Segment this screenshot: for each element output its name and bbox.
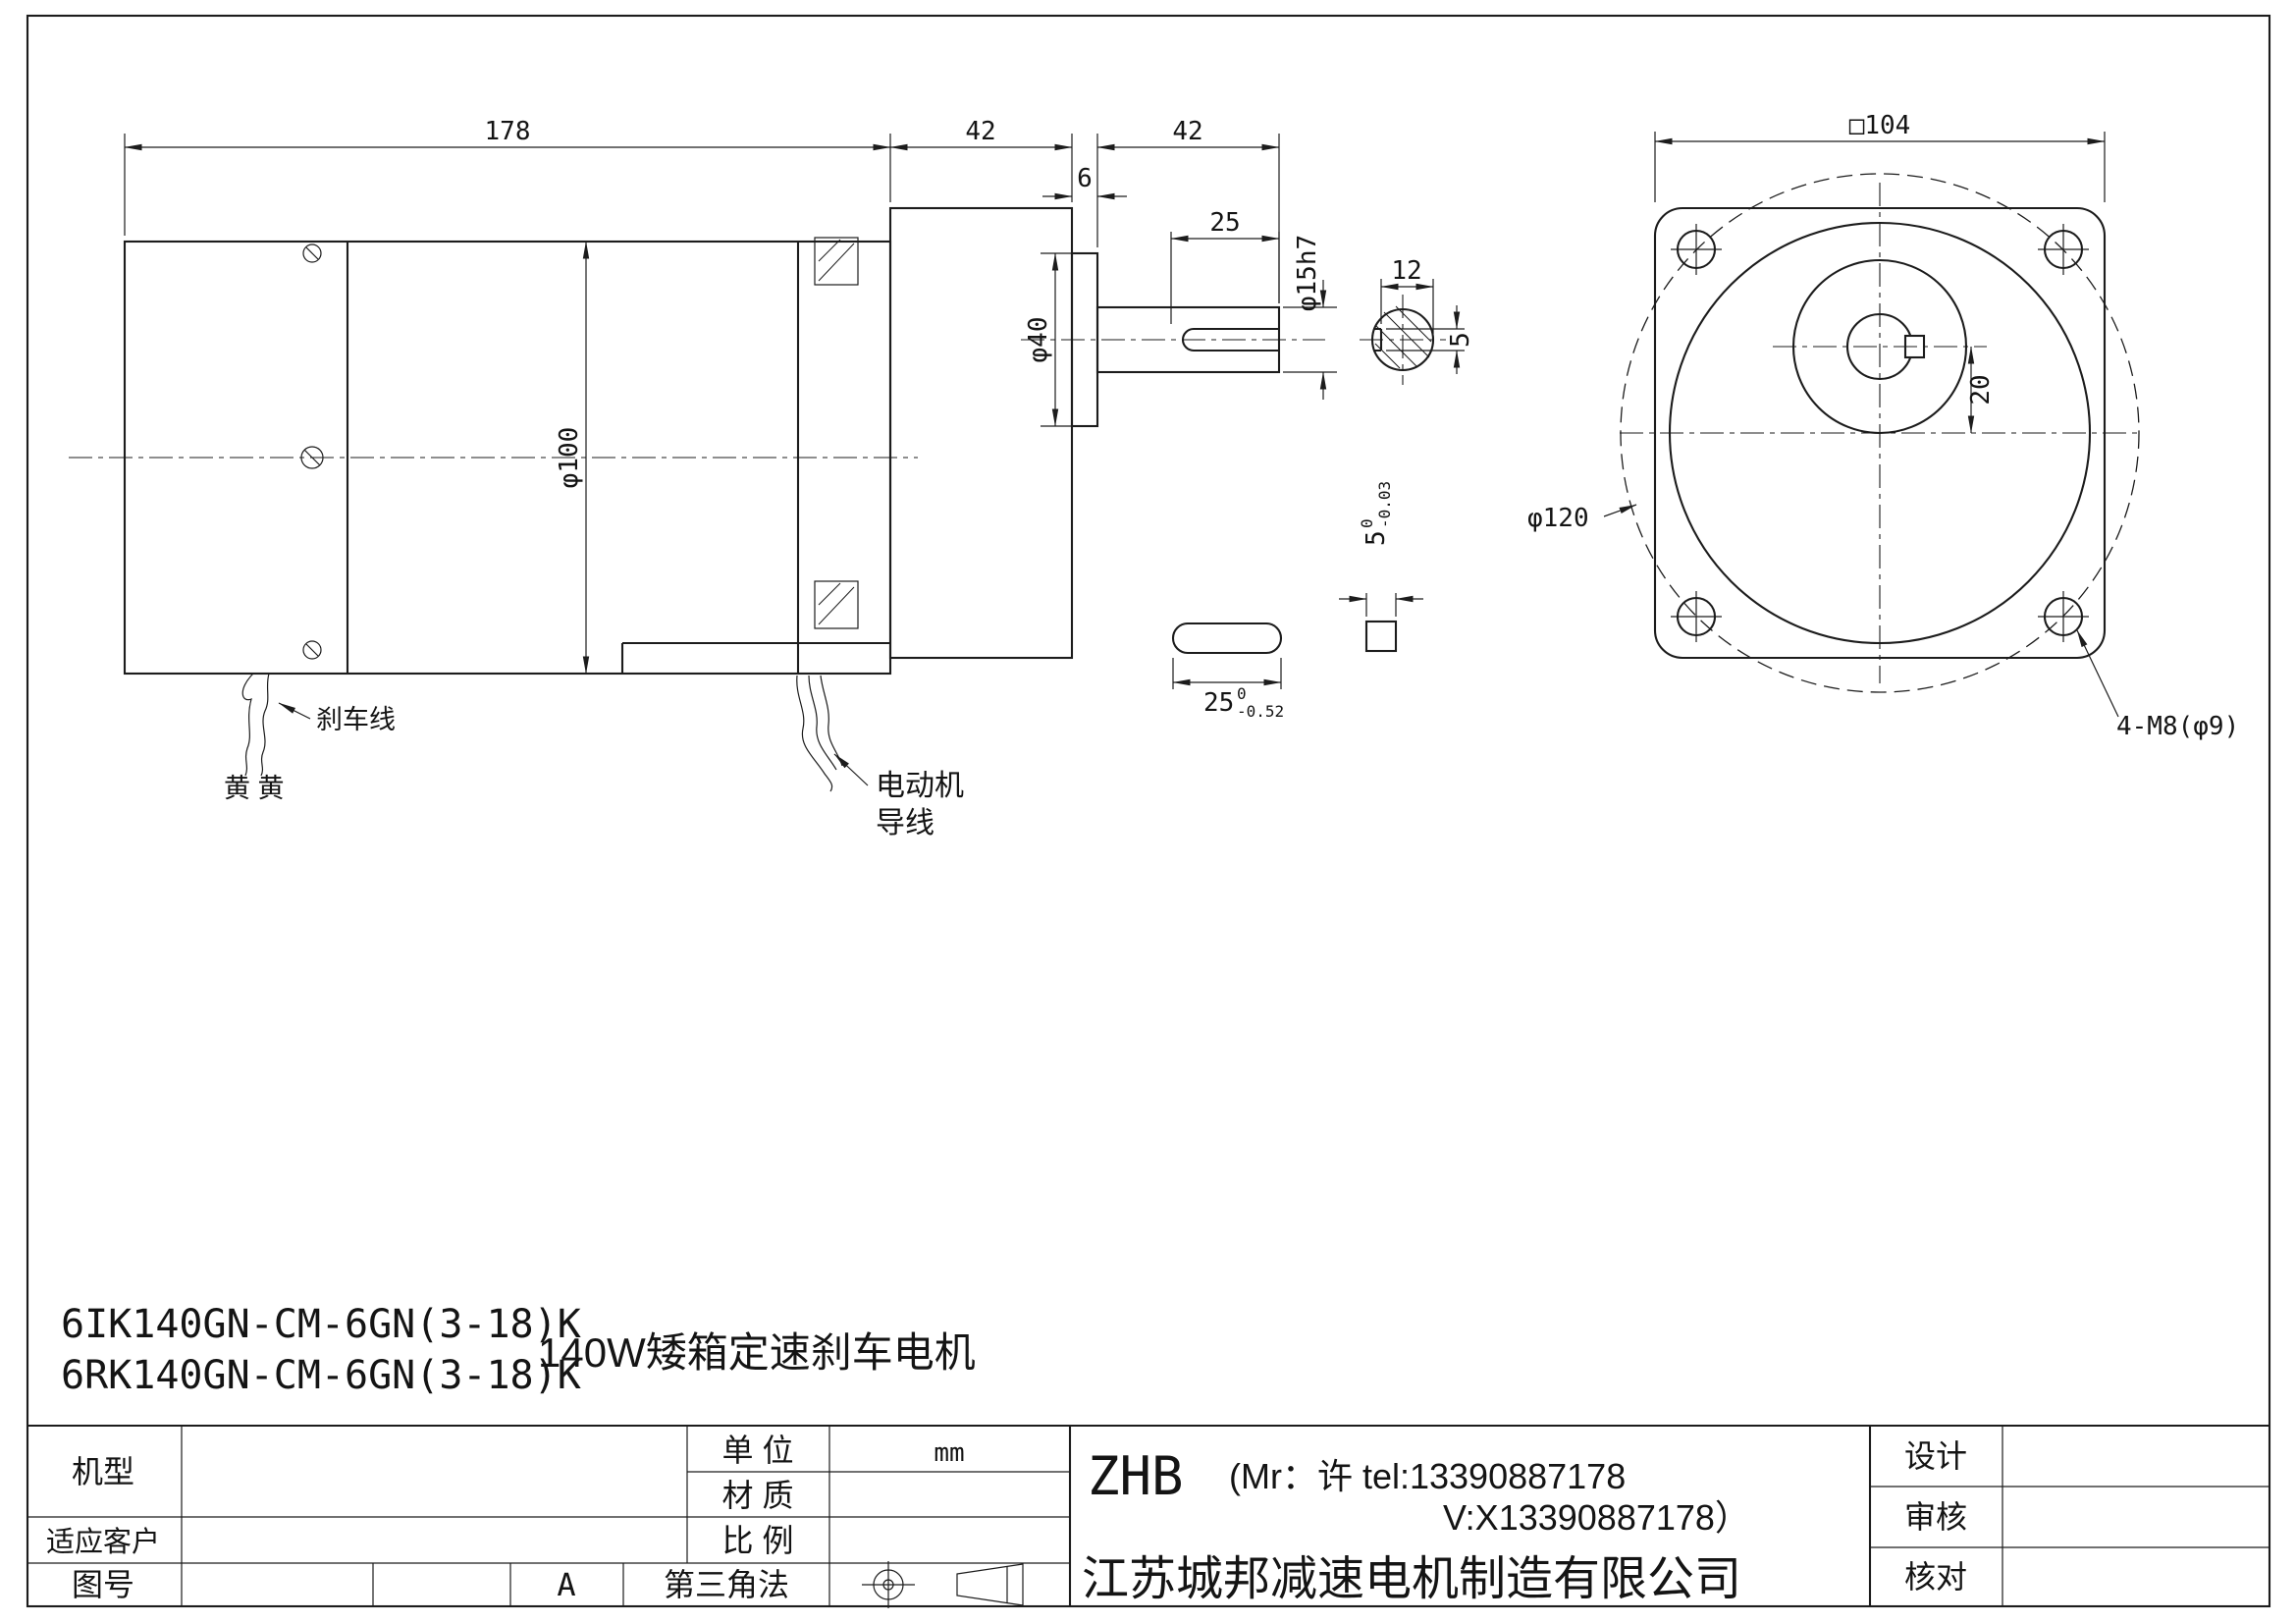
side-view-geometry [69,206,1325,792]
scale-label: 比 例 [722,1523,794,1558]
model-label: 机型 [72,1454,134,1489]
dim-phi100: φ100 [555,427,584,489]
company-name: 江苏城邦减速电机制造有限公司 [1082,1553,1741,1605]
contact-line-1: (Mr：许 tel:13390887178 [1229,1456,1626,1496]
label-mounting-holes: 4-M8(φ9) [2116,712,2239,741]
drawing-no-label: 图号 [72,1567,134,1602]
screw-icon [300,243,324,660]
side-view-dimensions: 178 42 42 6 25 φ15h7 φ40 φ100 刹车线 黄 黄 电动… [124,117,1337,839]
design-label: 设计 [1904,1438,1967,1474]
dim-42-shaft: 42 [1172,117,1202,146]
contact-line-2: V:X13390887178） [1443,1497,1750,1538]
dim-key-25-tol-bot: -0.52 [1237,702,1284,721]
front-view-geometry [1620,173,2140,693]
label-brake-wire: 刹车线 [316,705,396,734]
title-block: 机型 适应客户 图号 A 单 位 mm 材 质 比 例 第三角法 ZHB (Mr… [27,1424,2269,1608]
dim-square-104: □104 [1849,111,1911,140]
unit-value: mm [934,1438,964,1468]
material-label: 材 质 [722,1478,794,1513]
label-yellow-yellow: 黄 黄 [224,774,285,803]
check-label: 核对 [1904,1559,1967,1595]
customer-label: 适应客户 [46,1526,160,1558]
unit-label: 单 位 [722,1433,794,1468]
shaft-cross-section: 12 5 [1360,256,1475,385]
label-motor-lead-1: 电动机 [876,770,964,802]
label-motor-lead-2: 导线 [876,807,934,839]
dim-key-25-tol-top: 0 [1237,684,1247,703]
dim-42-gearbox: 42 [965,117,995,146]
brake-wires [241,673,270,777]
dim-phi15h7: φ15h7 [1293,235,1322,311]
model-number-2: 6RK140GN-CM-6GN(3-18)K [61,1353,581,1398]
motor-lead-wires [796,675,843,792]
model-number-1: 6IK140GN-CM-6GN(3-18)K [61,1302,581,1347]
bolt-icon [814,237,859,629]
dim-5-key: 5 [1446,332,1475,348]
dim-12: 12 [1391,256,1421,286]
dim-phi40: φ40 [1024,317,1053,363]
dim-6: 6 [1077,164,1093,193]
key-detail-views: 25 0 -0.52 5 0 -0.03 [1171,481,1423,721]
projection-label: 第三角法 [664,1567,789,1602]
dim-178: 178 [485,117,531,146]
brand-text: ZHB [1088,1445,1184,1507]
review-label: 审核 [1904,1499,1967,1535]
dim-key-25: 25 [1203,688,1234,718]
dim-key-5: 5 [1362,530,1391,546]
front-view-dimensions: □104 20 φ120 4-M8(φ9) [1527,111,2239,741]
drawing-title: 140W矮箱定速刹车电机 [538,1329,976,1376]
mounting-hole-icon [1671,224,2089,642]
dim-20: 20 [1966,374,1996,405]
dim-phi120: φ120 [1527,504,1589,533]
drawing-notes: 6IK140GN-CM-6GN(3-18)K 6RK140GN-CM-6GN(3… [61,1302,976,1398]
dim-key-5-tol-bot: -0.03 [1375,481,1394,528]
dim-25: 25 [1209,208,1240,238]
revision-value: A [557,1566,575,1603]
third-angle-projection-icon [862,1561,1024,1608]
dim-key-5-tol-top: 0 [1358,518,1376,528]
border-frame [26,14,2271,1608]
